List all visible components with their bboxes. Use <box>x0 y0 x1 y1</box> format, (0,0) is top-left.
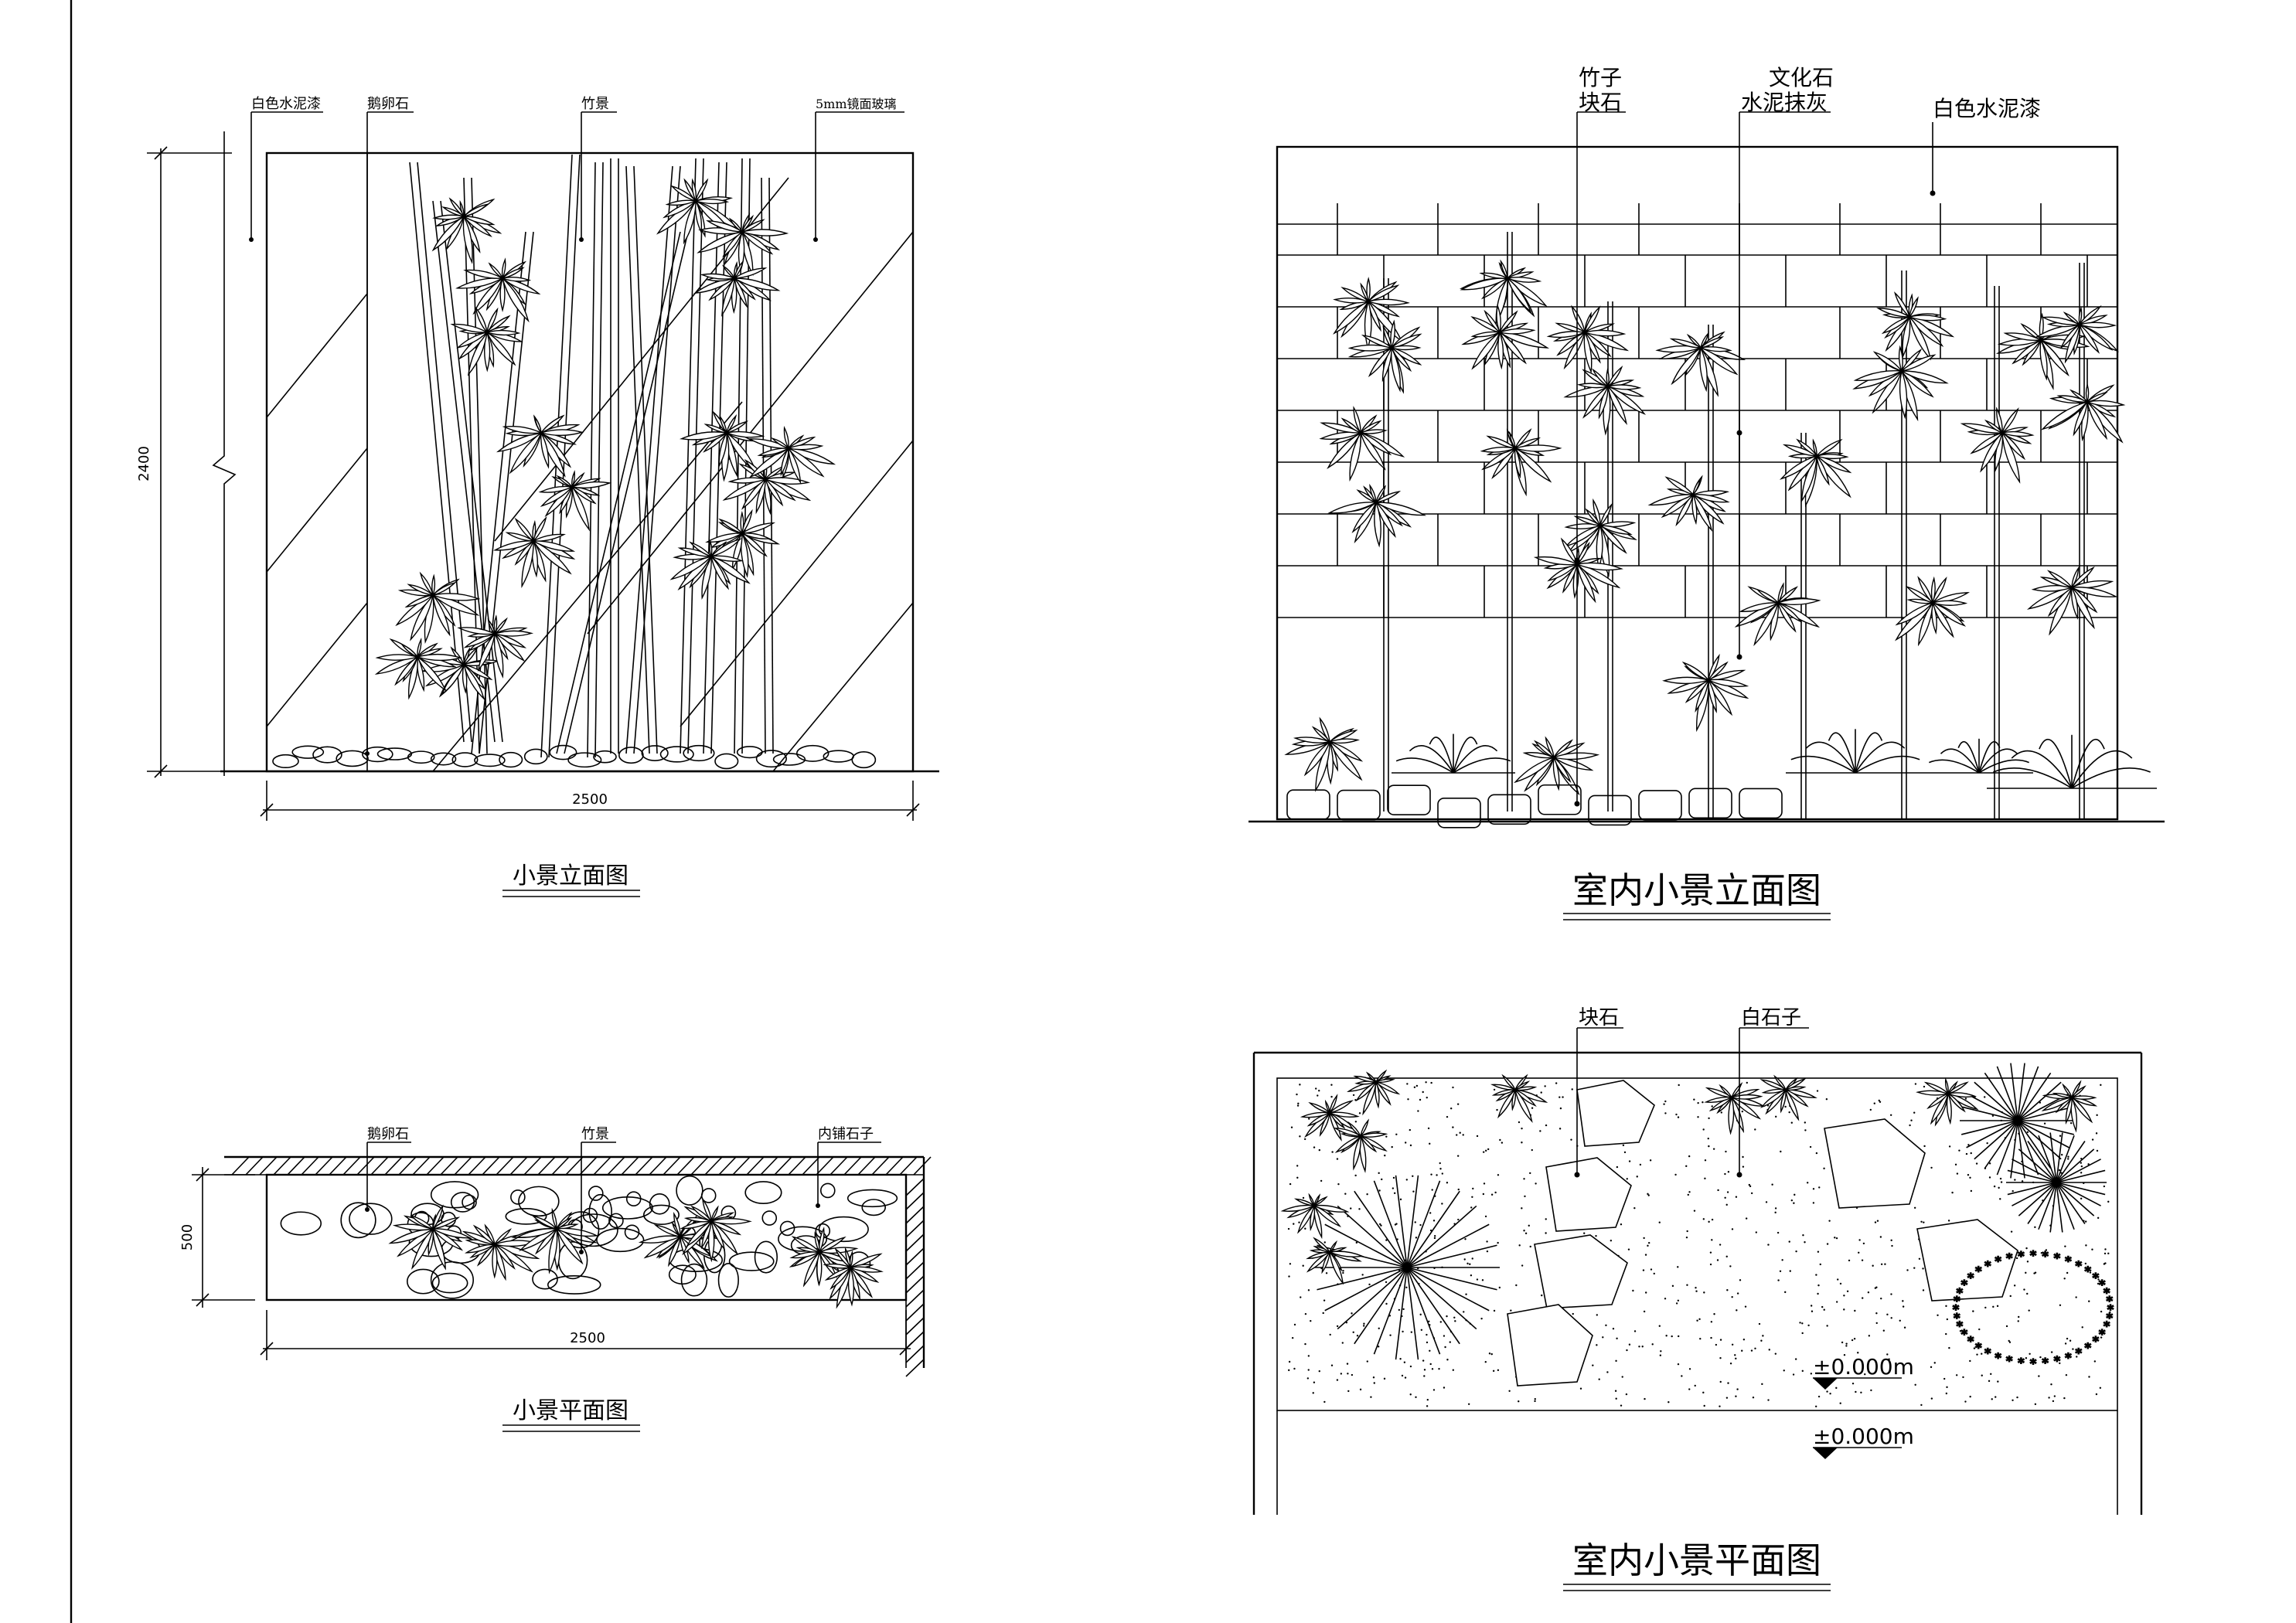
height-dimension-label: 2400 <box>136 446 152 481</box>
svg-text:*: * <box>1995 1350 2001 1365</box>
indoor-callout-culture-stone: 文化石 <box>1769 65 1834 90</box>
svg-text:*: * <box>1953 1302 1959 1317</box>
plan-callout-white-gravel: 白石子 <box>1741 1006 1801 1029</box>
plan-bamboo <box>388 1197 884 1309</box>
stepping-stones <box>1507 1080 2018 1387</box>
svg-text:*: * <box>2085 1264 2091 1279</box>
svg-text:*: * <box>2054 1250 2060 1265</box>
indoor-callout-leaders <box>1576 111 1933 804</box>
svg-text:*: * <box>1967 1271 1974 1285</box>
elevation-callout-leaders <box>250 111 904 754</box>
plan-bed-frame <box>1276 1077 2118 1411</box>
elevation-callout-dots <box>249 237 818 756</box>
callout-bamboo: 竹景 <box>581 96 609 112</box>
indoor-callout-bamboo: 竹子 <box>1579 65 1622 90</box>
indoor-elevation-drawing: 竹子 块石 文化石 水泥抹灰 白色水泥漆 室内小景立面图 <box>1248 65 2165 920</box>
indoor-callout-white-paint: 白色水泥漆 <box>1933 96 2041 121</box>
svg-text:*: * <box>2042 1356 2049 1370</box>
svg-text:*: * <box>1975 1264 1981 1279</box>
width-dimension <box>260 781 920 821</box>
plan-callout-bamboo: 竹景 <box>581 1126 609 1142</box>
svg-text:*: * <box>1961 1327 1967 1342</box>
svg-text:*: * <box>1967 1334 1974 1349</box>
indoor-rocks <box>1286 784 1783 829</box>
indoor-plan-title: 室内小景平面图 <box>1572 1540 1821 1581</box>
glass-reflection-hatch <box>266 177 914 772</box>
svg-text:*: * <box>1957 1319 1963 1334</box>
svg-text:*: * <box>2030 1248 2036 1263</box>
svg-text:*: * <box>1957 1285 1963 1300</box>
indoor-callout-rock: 块石 <box>1579 90 1622 115</box>
callout-mirror-glass: 5mm镜面玻璃 <box>816 97 897 111</box>
svg-text:*: * <box>2107 1294 2113 1308</box>
indoor-foliage-plants <box>1392 729 2157 789</box>
planter-box <box>265 1173 908 1301</box>
svg-text:*: * <box>2085 1340 2091 1355</box>
indoor-plan-drawing: ****************************************… <box>1252 1006 2143 1591</box>
svg-text:*: * <box>2107 1311 2113 1325</box>
svg-text:*: * <box>1954 1311 1960 1325</box>
svg-text:*: * <box>2076 1346 2082 1361</box>
plan-callout-pebbles: 鹅卵石 <box>367 1126 409 1142</box>
svg-text:*: * <box>1954 1294 1960 1308</box>
indoor-wall-frame <box>1276 145 2119 821</box>
plan-callout-gravel: 内铺石子 <box>818 1126 874 1142</box>
indoor-bamboo <box>1284 232 2126 819</box>
small-elevation-title: 小景立面图 <box>513 863 629 890</box>
svg-text:*: * <box>2065 1350 2071 1365</box>
svg-text:*: * <box>2104 1285 2110 1300</box>
svg-text:*: * <box>2104 1319 2110 1334</box>
width-dimension-label: 2500 <box>572 791 608 808</box>
plan-callout-dots <box>365 1203 820 1254</box>
svg-text:*: * <box>2076 1258 2082 1273</box>
height-dimension <box>147 131 237 778</box>
small-plan-drawing: 2500 500 鹅卵石 竹景 内铺石子 小景平面图 <box>179 1126 932 1432</box>
plan-width-label: 2500 <box>570 1330 605 1346</box>
plan-depth-label: 500 <box>179 1224 196 1250</box>
white-gravel-stipple <box>1287 1081 2111 1407</box>
elevation-frame <box>265 151 915 773</box>
level-marks <box>1813 1377 1902 1459</box>
plan-plants: **************************************** <box>1280 1063 2114 1372</box>
svg-text:*: * <box>2093 1271 2099 1285</box>
callout-pebbles: 鹅卵石 <box>367 96 409 112</box>
svg-text:*: * <box>2099 1278 2105 1292</box>
svg-text:*: * <box>2107 1302 2114 1317</box>
indoor-callout-dots <box>1574 190 1936 807</box>
plan-width-dimension <box>192 1167 913 1360</box>
svg-text:*: * <box>2006 1354 2012 1369</box>
level-outside-label: ±0.000m <box>1813 1424 1914 1449</box>
svg-text:*: * <box>2093 1334 2099 1349</box>
pebbles <box>272 744 877 770</box>
plan-callout-rock: 块石 <box>1579 1006 1619 1029</box>
svg-text:*: * <box>2065 1254 2071 1269</box>
svg-text:*: * <box>2006 1250 2012 1265</box>
small-plan-title: 小景平面图 <box>513 1397 629 1424</box>
svg-text:*: * <box>2018 1356 2024 1370</box>
wall-hatch <box>231 1156 932 1377</box>
svg-text:*: * <box>1984 1346 1991 1361</box>
indoor-elevation-title: 室内小景立面图 <box>1572 869 1821 911</box>
plan-callout-leaders <box>366 1142 881 1252</box>
svg-text:*: * <box>1975 1340 1981 1355</box>
small-elevation-drawing: 2500 2400 白色水泥漆 鹅卵石 竹景 5mm镜面玻璃 小景立面图 <box>136 96 939 897</box>
svg-text:*: * <box>1961 1278 1967 1292</box>
indoor-callout-cement-plaster: 水泥抹灰 <box>1741 90 1828 115</box>
svg-text:*: * <box>2018 1249 2024 1264</box>
bamboo-foliage <box>374 178 836 701</box>
callout-white-cement-paint: 白色水泥漆 <box>251 96 321 112</box>
culture-stone-courses <box>1277 203 2117 618</box>
svg-text:*: * <box>1995 1254 2001 1269</box>
level-inside-label: ±0.000m <box>1813 1354 1914 1380</box>
svg-text:*: * <box>1984 1258 1991 1273</box>
svg-text:*: * <box>2054 1354 2060 1369</box>
svg-text:*: * <box>2042 1249 2049 1264</box>
plan-callout-leaders-2 <box>1576 1027 1809 1175</box>
plan-callout-dots-2 <box>1574 1172 1742 1178</box>
svg-text:*: * <box>2099 1327 2105 1342</box>
svg-text:*: * <box>2030 1356 2036 1371</box>
